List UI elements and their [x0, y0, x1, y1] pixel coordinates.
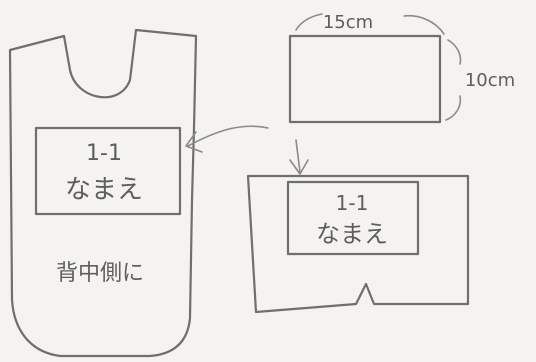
height-label: 10cm: [465, 70, 515, 91]
patch-rectangle: [288, 34, 442, 124]
arrow-to-left-tag: [185, 125, 269, 153]
arrow-down: [289, 139, 309, 175]
name-tag-left: [34, 126, 182, 216]
bib-back-note: 背中側に: [56, 261, 144, 286]
width-dimension: 15cm: [295, 12, 445, 35]
tag-name-left: なまえ: [65, 175, 143, 205]
tag-class-left: 1-1: [86, 141, 122, 166]
bib-outline-back: [8, 28, 198, 358]
tag-class-right: 1-1: [336, 191, 369, 215]
name-tag-right: [286, 180, 420, 256]
tag-name-right: なまえ: [316, 220, 388, 248]
shirt-outline-front: [246, 174, 470, 314]
width-label: 15cm: [323, 12, 373, 33]
height-dimension: 10cm: [445, 39, 515, 121]
